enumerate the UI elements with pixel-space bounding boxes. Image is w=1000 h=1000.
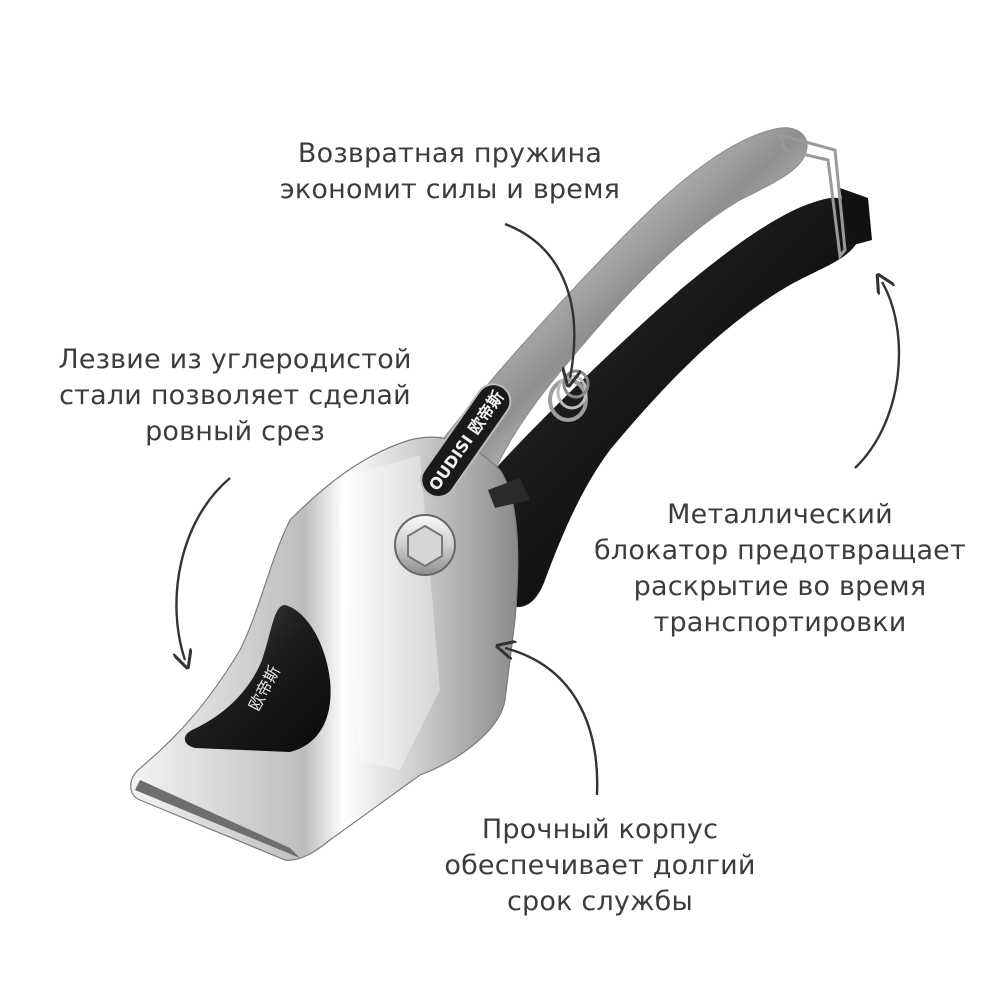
blade-caption-line-1: Лезвие из углеродистой [58,344,412,375]
spring-caption-line-1: Возвратная пружина [297,138,603,169]
body-caption-line-3: срок службы [507,886,693,917]
lock-caption-line-1: Металлический [667,499,893,530]
lock-caption-line-3: раскрытие во время [633,571,927,602]
lock-caption-line-2: блокатор предотвращает [594,535,966,566]
black-handle [469,188,872,608]
body-caption: Прочный корпус обеспечивает долгий срок … [380,812,820,920]
blade-caption-line-2: стали позволяет сделай [59,380,411,411]
body-caption-line-1: Прочный корпус [481,814,719,845]
body-callout-arrow [505,648,599,796]
lock-caption: Металлический блокатор предотвращает рас… [560,497,1000,641]
blade-caption-line-3: ровный срез [145,416,325,447]
spring-callout-arrow [504,222,574,378]
blade-caption: Лезвие из углеродистой стали позволяет с… [10,342,460,450]
pivot-bolt [394,514,456,576]
spring-caption-line-2: экономит силы и время [279,174,621,205]
blade-callout-arrow [176,477,231,660]
body-caption-line-2: обеспечивает долгий [444,850,756,881]
lock-caption-line-4: транспортировки [653,607,907,638]
chrome-body [130,436,519,861]
lock-callout-arrow [854,282,901,469]
spring-caption: Возвратная пружина экономит силы и время [200,136,700,208]
lock-tab [488,478,530,508]
